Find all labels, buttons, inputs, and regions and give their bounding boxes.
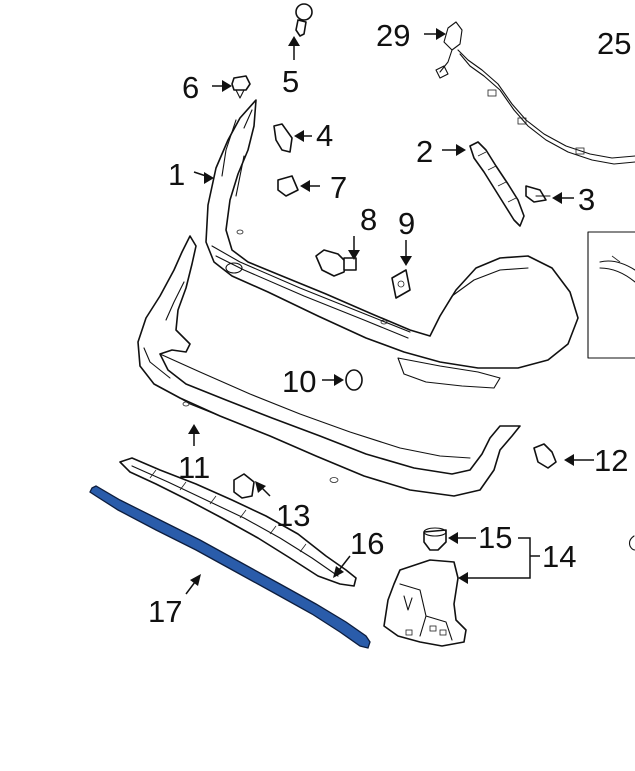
- screw-grommet-part[interactable]: [231, 75, 251, 99]
- push-pin-part[interactable]: [295, 3, 313, 37]
- callout-8: 8: [360, 202, 377, 237]
- callout-3: 3: [578, 182, 595, 217]
- leader-lines: [185, 28, 594, 595]
- callout-13: 13: [276, 498, 310, 533]
- nut-bolt-part-8[interactable]: [315, 249, 357, 277]
- tape-pad-part[interactable]: [391, 269, 411, 299]
- callout-labels: 1 2 3 4 5 6 7 8 9 10 11 12 13 14 15 16 1…: [148, 18, 631, 629]
- callout-1: 1: [168, 157, 185, 192]
- callout-14: 14: [542, 539, 576, 574]
- bolt-part-12[interactable]: [533, 443, 557, 469]
- callout-10: 10: [282, 364, 316, 399]
- clip-part-13[interactable]: [233, 473, 255, 499]
- cropped-label-fragment: [628, 535, 635, 551]
- callout-15: 15: [478, 520, 512, 555]
- callout-6: 6: [182, 70, 199, 105]
- callout-25: 25: [597, 26, 631, 61]
- callout-7: 7: [330, 170, 347, 205]
- detail-inset-box: [587, 231, 635, 359]
- callout-11: 11: [178, 450, 210, 485]
- retainer-clip-part[interactable]: [277, 175, 299, 197]
- callout-2: 2: [416, 134, 433, 169]
- cap-part[interactable]: [345, 369, 363, 391]
- callout-16: 16: [350, 526, 384, 561]
- reflector-trim-strip-part[interactable]: [89, 485, 371, 649]
- grommet-part-15[interactable]: [423, 527, 447, 551]
- side-bracket-part[interactable]: [383, 559, 467, 647]
- wire-harness-part[interactable]: [435, 21, 635, 165]
- bumper-bracket-part[interactable]: [469, 141, 525, 227]
- bumper-cover-part[interactable]: [205, 99, 579, 389]
- lower-valance-part[interactable]: [119, 457, 357, 587]
- callout-29: 29: [376, 18, 410, 53]
- bumper-absorber-part[interactable]: [137, 235, 521, 497]
- callout-4: 4: [316, 118, 333, 153]
- callout-9: 9: [398, 206, 415, 241]
- bolt-part-3[interactable]: [525, 185, 551, 203]
- clip-part[interactable]: [273, 123, 293, 153]
- callout-17: 17: [148, 594, 182, 629]
- callout-5: 5: [282, 64, 299, 99]
- callout-12: 12: [594, 443, 628, 478]
